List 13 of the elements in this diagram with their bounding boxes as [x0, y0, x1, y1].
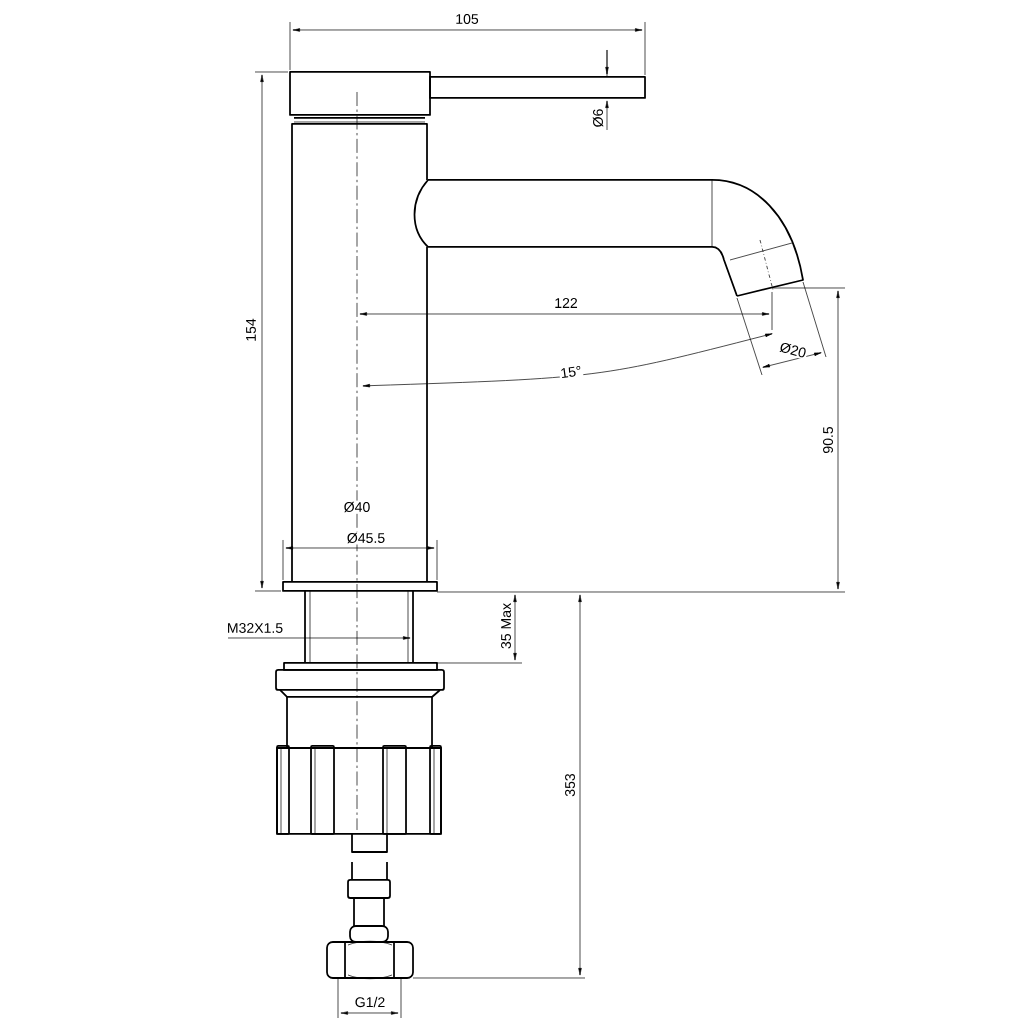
dimension-label: 154 — [244, 317, 258, 343]
dimension-label: Ø20 — [777, 340, 809, 360]
dimension-label: Ø6 — [591, 107, 605, 129]
dimension-label: 90.5 — [821, 425, 835, 455]
dimension-label: 35 Max — [499, 601, 513, 651]
dimension-label: 105 — [454, 12, 480, 26]
dimension-label: 353 — [563, 772, 577, 798]
dimension-label: Ø45.5 — [345, 531, 387, 545]
dimension-label: G1/2 — [353, 995, 387, 1009]
dimension-label: 15° — [558, 364, 584, 380]
dimension-label: 122 — [553, 296, 579, 310]
dimension-label: M32X1.5 — [225, 621, 285, 635]
dimension-label: Ø40 — [342, 500, 372, 514]
